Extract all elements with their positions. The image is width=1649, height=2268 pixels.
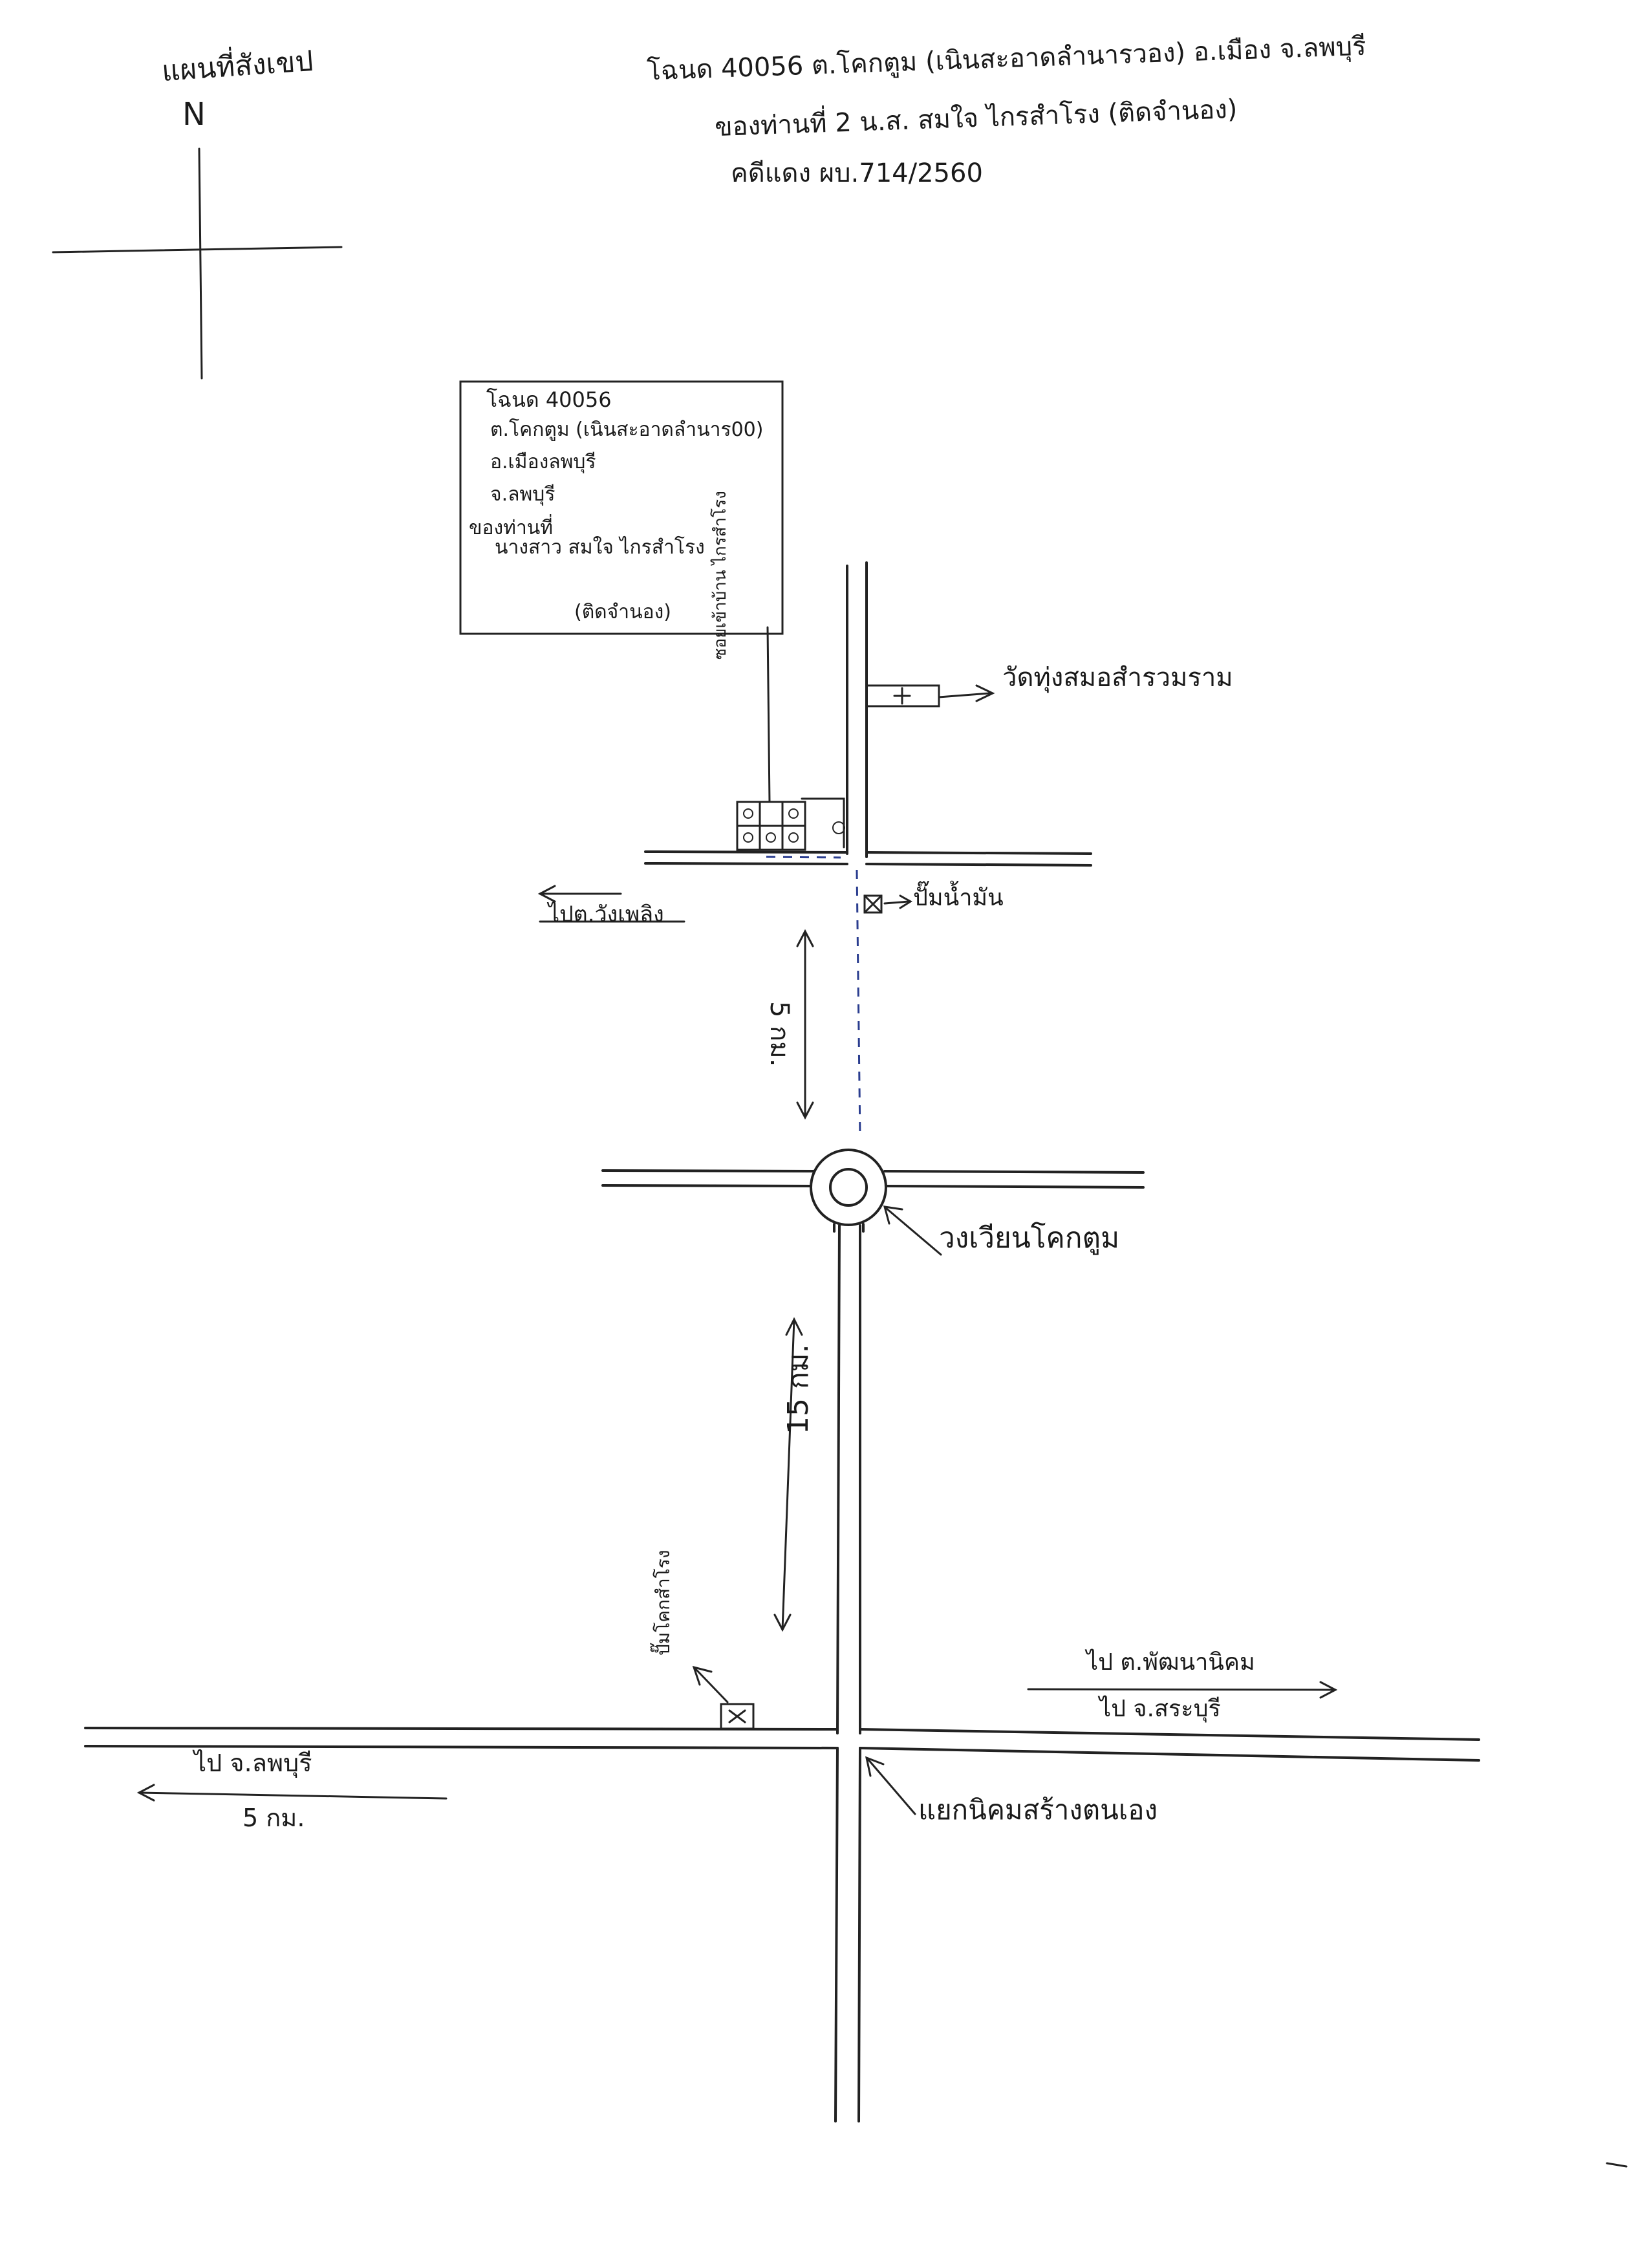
parcel-line-3: อ.เมืองลพบุรี <box>490 451 596 473</box>
alley-label: ซอยเข้าบ้าน ไกรสำโรง <box>711 491 730 660</box>
parcel-outline <box>459 380 784 635</box>
north-label: N <box>182 96 206 133</box>
arrow-east <box>1027 1681 1338 1699</box>
gas-station-label: ปั๊มน้ำมัน <box>913 885 1004 911</box>
parcel-line-1: โฉนด 40056 <box>486 387 612 412</box>
distance-upper-label: 5 กม. <box>764 1001 794 1067</box>
east-label-2: ไป จ.สระบุรี <box>1099 1696 1221 1722</box>
compass-rose <box>52 147 343 380</box>
gas-station-marker <box>863 894 912 914</box>
parcel-line-5: ของท่านที่ <box>469 517 554 539</box>
parcel-line-2: ต.โคกตูม (เนินสะอาดลำนาร00) <box>490 418 764 441</box>
distance-arrow-lower <box>773 1317 803 1632</box>
main-road-south <box>836 1224 861 1734</box>
west-road-label: ไปต.วังเพลิง <box>548 902 664 927</box>
roundabout-pointer <box>883 1205 942 1256</box>
parcel-line-7: (ติดจำนอง) <box>574 601 671 623</box>
west-main-distance: 5 กม. <box>242 1804 305 1832</box>
temple-marker <box>865 684 995 707</box>
main-road-north <box>846 561 868 858</box>
stray-mark <box>1606 2162 1628 2168</box>
parcel-line-4: จ.ลพบุรี <box>490 483 555 506</box>
route-dashed <box>766 856 861 1139</box>
lower-landmark-marker <box>692 1665 755 1730</box>
upper-east-west-road <box>644 850 1092 867</box>
house-cluster <box>736 797 845 851</box>
main-highway <box>84 1727 1480 2122</box>
arrow-west-upper <box>537 885 685 923</box>
header-line-3: คดีแดง ผบ.714/2560 <box>731 158 983 188</box>
intersection-label: แยกนิคมสร้างตนเอง <box>918 1794 1158 1826</box>
intersection-pointer <box>865 1756 916 1815</box>
parcel-line-6: นางสาว สมใจ ไกรสำโรง <box>495 536 705 559</box>
east-label-1: ไป ต.พัฒนานิคม <box>1086 1649 1255 1676</box>
distance-arrow-upper <box>796 929 814 1120</box>
roundabout <box>601 1149 1145 1233</box>
arrow-west-bottom <box>136 1784 447 1802</box>
alley-road <box>766 626 771 803</box>
lower-landmark-label: ปั๊มโคกสำโรง <box>652 1550 674 1656</box>
west-main-label: ไป จ.ลพบุรี <box>194 1749 312 1777</box>
temple-label: วัดทุ่งสมอสำรวมราม <box>1002 663 1233 693</box>
distance-lower-label: 15 กม. <box>782 1344 815 1434</box>
roundabout-label: วงเวียนโคกตูม <box>939 1222 1120 1255</box>
